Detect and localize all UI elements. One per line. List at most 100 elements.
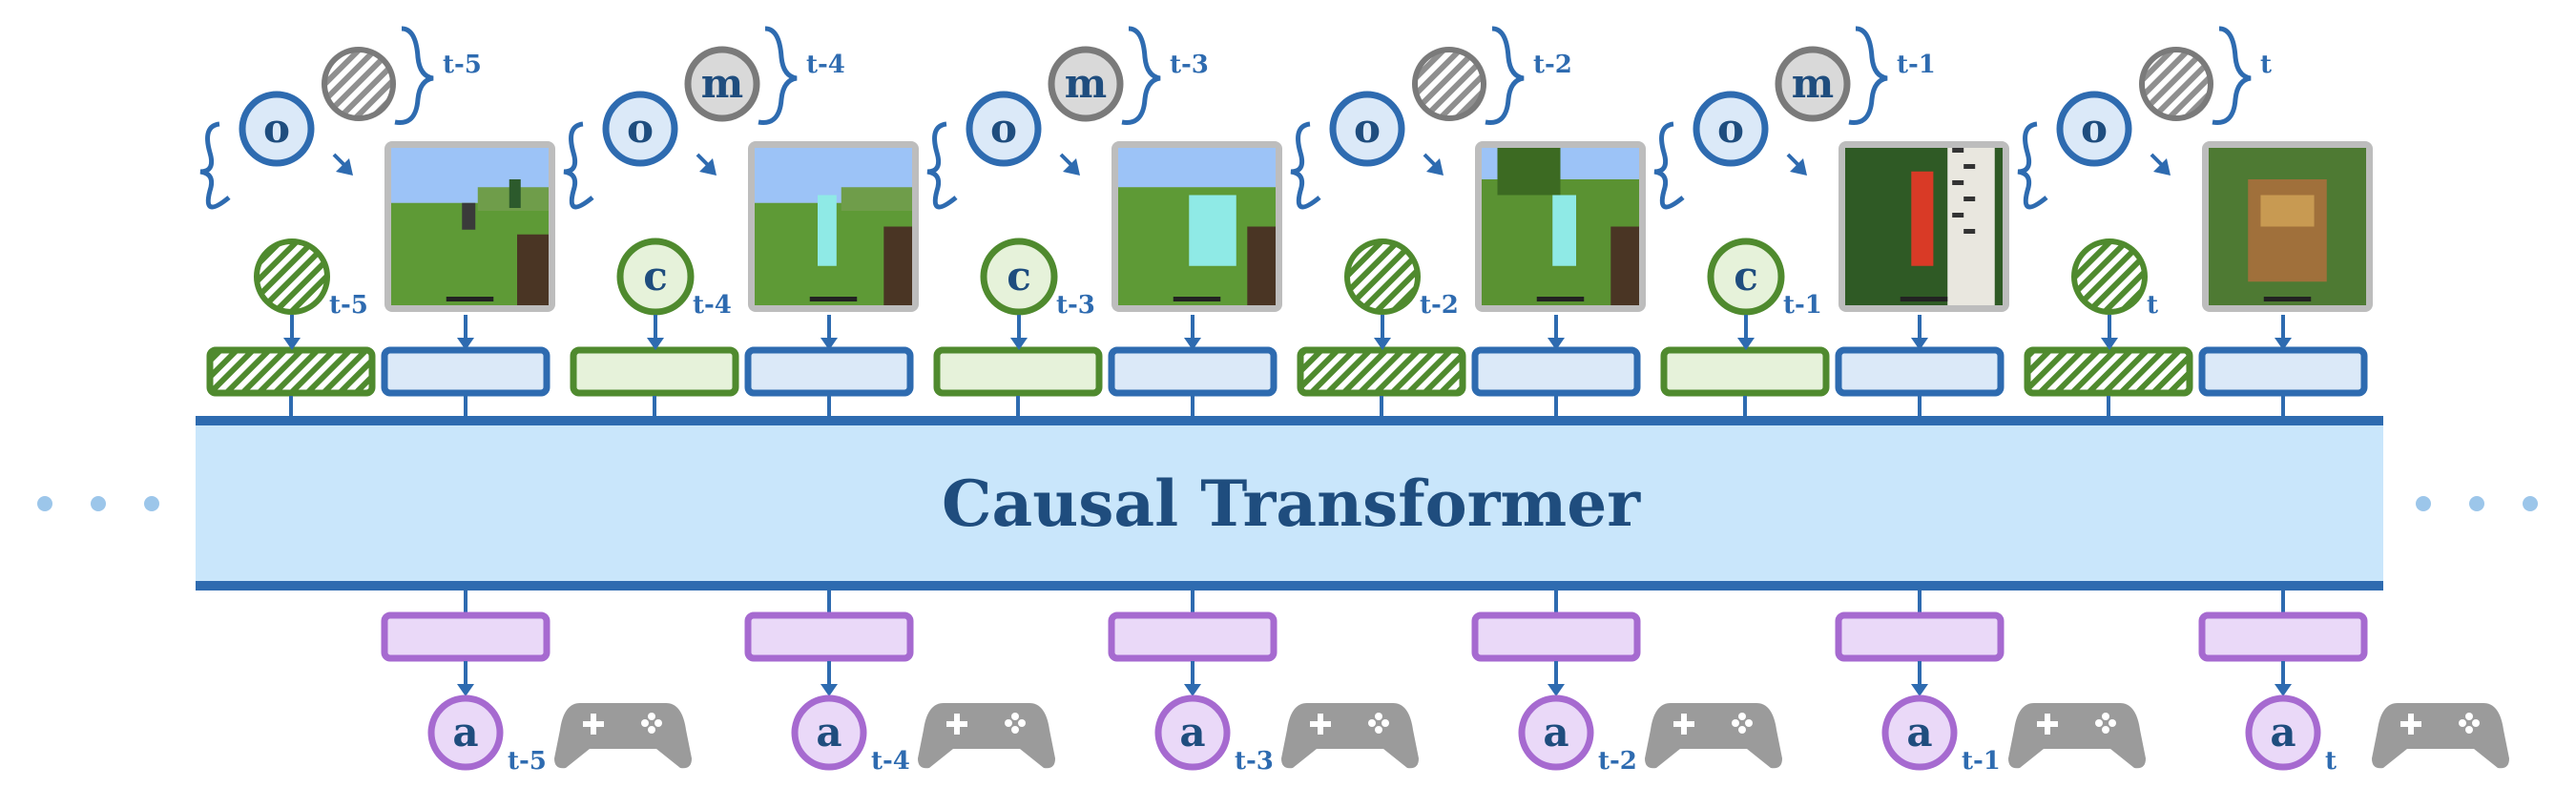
scene-zombie — [509, 179, 521, 208]
scene-hand — [883, 226, 912, 305]
gamepad-button — [2459, 719, 2466, 727]
context-arrow-head — [647, 338, 664, 350]
gamepad-dpad-v — [1318, 714, 1323, 735]
scene-hotbar — [1900, 297, 1948, 301]
gamepad-button — [2465, 713, 2473, 720]
obs-to-image-arrow-head — [336, 158, 353, 176]
hatched-memory-token-icon — [322, 47, 396, 121]
top-timestep-label: t — [2260, 51, 2272, 79]
observation-token-label: o — [263, 105, 290, 152]
gamepad-icon — [1281, 703, 1419, 769]
action-arrow-head — [2275, 684, 2292, 696]
obs-to-image-arrow-head — [1063, 158, 1080, 176]
scene-hotbar — [1173, 297, 1221, 301]
right-brace — [1848, 26, 1888, 125]
context-token-label: c — [1007, 253, 1031, 300]
top-timestep-label: t-5 — [443, 51, 482, 79]
observation-token-o — [2056, 91, 2132, 167]
action-embedding-box — [2198, 611, 2368, 662]
gamepad-body — [2008, 703, 2146, 769]
scene-diamond-player — [1189, 195, 1236, 266]
image-arrow-head — [1548, 338, 1565, 350]
scene-birch — [1947, 148, 1995, 305]
action-arrow-head — [1184, 684, 1201, 696]
action-timestep-label: t-5 — [508, 747, 547, 776]
scene-tree — [1497, 148, 1561, 196]
scene-birch-mark — [1952, 180, 1964, 185]
obs-to-image-arrow-head — [699, 158, 717, 176]
action-arrow-head — [821, 684, 838, 696]
context-timestep-label: t-4 — [693, 291, 732, 320]
gamepad-button — [641, 719, 649, 727]
action-token-a — [1154, 694, 1231, 771]
observation-token-label: o — [627, 105, 654, 152]
observation-token-label: o — [1354, 105, 1381, 152]
observation-embedding-box — [2198, 346, 2368, 397]
context-timestep-label: t-5 — [329, 291, 368, 320]
top-timestep-label: t-4 — [806, 51, 845, 79]
left-brace — [1653, 121, 1685, 210]
gamepad-button — [2472, 719, 2480, 727]
right-ellipsis — [2416, 496, 2538, 511]
hatched-memory-token-icon — [1412, 47, 1486, 121]
memory-token-m — [1048, 46, 1124, 122]
context-token-c — [616, 238, 695, 316]
hatched-memory-token-icon — [2139, 47, 2213, 121]
gamepad-button — [1368, 719, 1376, 727]
scene-red-wool — [1911, 171, 1934, 266]
observation-token-o — [602, 91, 678, 167]
image-arrow-head — [1911, 338, 1928, 350]
context-timestep-label: t — [2147, 291, 2158, 320]
action-timestep-label: t — [2325, 747, 2337, 776]
right-brace — [2212, 26, 2252, 125]
context-embedding-box — [2024, 346, 2193, 397]
scene-hill — [841, 187, 912, 211]
scene-birch-mark — [1963, 197, 1976, 201]
action-timestep-label: t-2 — [1598, 747, 1637, 776]
gamepad-dpad-v — [1681, 714, 1687, 735]
context-timestep-label: t-2 — [1420, 291, 1459, 320]
gamepad-button — [654, 719, 662, 727]
scene-hand — [1247, 226, 1276, 305]
gamepad-button — [1732, 719, 1739, 727]
context-timestep-label: t-3 — [1056, 291, 1095, 320]
left-brace — [1290, 121, 1321, 210]
memory-token-m — [1775, 46, 1851, 122]
image-arrow-head — [821, 338, 838, 350]
gamepad-icon — [918, 703, 1055, 769]
context-token-c — [980, 238, 1058, 316]
top-timestep-label: t-1 — [1897, 51, 1936, 79]
scene-hotbar — [809, 297, 858, 301]
gamepad-dpad-v — [954, 714, 960, 735]
scene-diamond-player — [1552, 195, 1576, 266]
gamepad-button — [1738, 726, 1746, 734]
scene-birch-mark — [1952, 213, 1964, 218]
right-brace — [1485, 26, 1525, 125]
observation-token-o — [239, 91, 315, 167]
hatched-context-token-icon — [2071, 238, 2148, 315]
gamepad-icon — [2372, 703, 2509, 769]
observation-embedding-box — [381, 346, 551, 397]
context-embedding-box — [1297, 346, 1466, 397]
right-brace — [394, 26, 434, 125]
image-arrow-head — [1184, 338, 1201, 350]
gamepad-icon — [554, 703, 692, 769]
right-brace — [1121, 26, 1161, 125]
left-brace — [563, 121, 594, 210]
action-timestep-label: t-3 — [1235, 747, 1274, 776]
gamepad-body — [918, 703, 1055, 769]
context-embedding-box — [933, 346, 1103, 397]
left-brace — [926, 121, 958, 210]
right-brace — [758, 26, 798, 125]
action-token-label: a — [1179, 709, 1205, 756]
action-arrow-head — [1548, 684, 1565, 696]
scene-birch-mark — [1963, 229, 1976, 234]
scene-sky — [1118, 148, 1276, 188]
observation-image — [755, 148, 912, 305]
gamepad-button — [1011, 713, 1019, 720]
scene-hand — [517, 234, 549, 305]
observation-embedding-box — [744, 346, 914, 397]
